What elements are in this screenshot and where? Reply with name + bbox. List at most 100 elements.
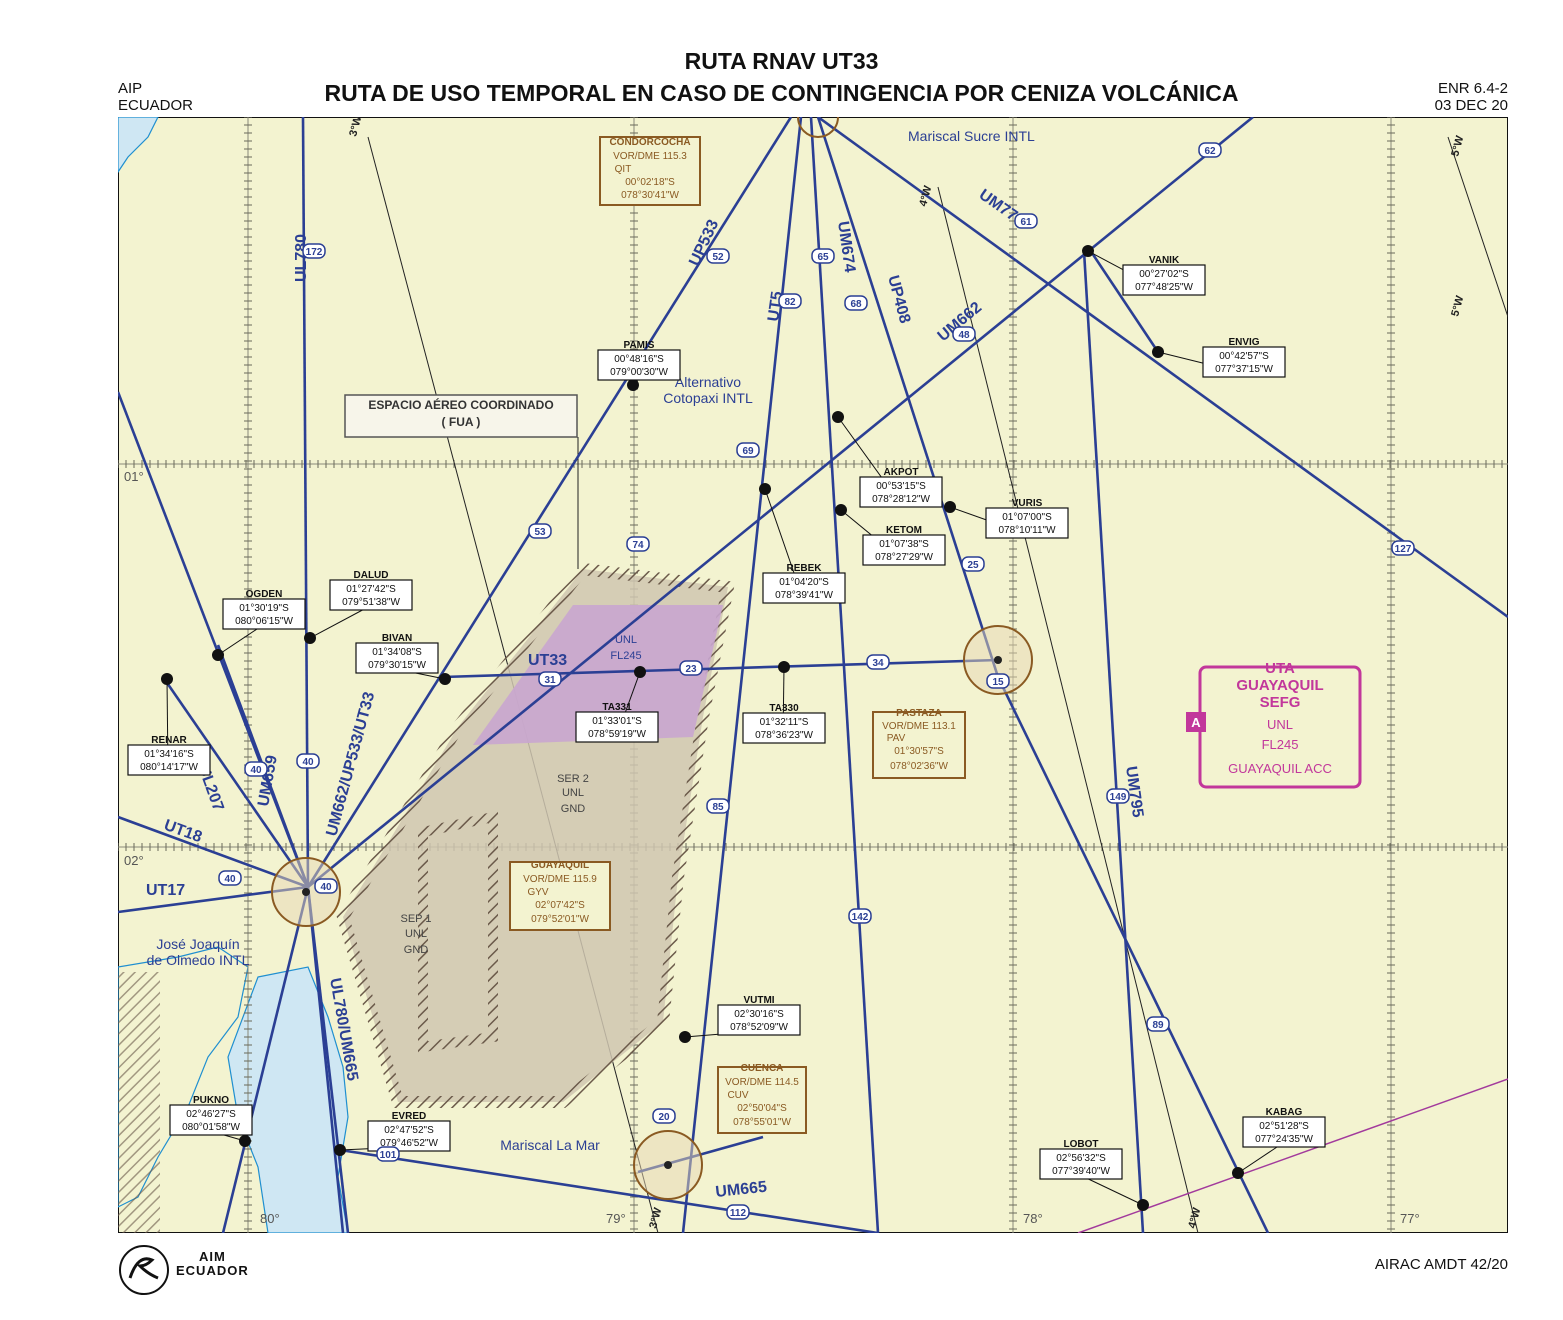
waypoint-lat: 00°48'16"S: [614, 354, 664, 365]
country-label: ECUADOR: [118, 97, 194, 114]
waypoint-marker: [1152, 346, 1164, 358]
waypoint-marker: [334, 1144, 346, 1156]
waypoint-name: KETOM: [886, 525, 922, 536]
airport-mariscal-sucre: Mariscal Sucre INTL: [908, 128, 1035, 144]
waypoint-name: TA331: [602, 702, 632, 713]
ut33-highlight: [473, 605, 723, 745]
distance-label: 69: [736, 442, 760, 458]
waypoint-name: VANIK: [1149, 255, 1180, 266]
waypoint-lon: 078°59'19"W: [588, 729, 646, 740]
svg-text:40: 40: [250, 765, 262, 776]
distance-label: 40: [218, 870, 242, 886]
uta-line1: UTA: [1265, 660, 1295, 677]
distance-label: 15: [986, 673, 1010, 689]
org-line1: AIM: [198, 1249, 226, 1264]
condorcocha-box: CONDORCOCHA VOR/DME 115.3 QIT 00°02'18"S…: [599, 136, 701, 206]
land-hatch-west: [118, 972, 160, 1233]
waypoint-lon: 078°28'12"W: [872, 494, 930, 505]
waypoint-lat: 00°42'57"S: [1219, 351, 1269, 362]
svg-text:89: 89: [1152, 1020, 1164, 1031]
waypoint-lon: 079°46'52"W: [380, 1138, 438, 1149]
uta-line3: SEFG: [1260, 694, 1301, 711]
navaid-ident: GYV: [527, 887, 548, 898]
svg-text:40: 40: [320, 882, 332, 893]
svg-text:23: 23: [685, 664, 697, 675]
waypoint-marker: [832, 411, 844, 423]
waypoint-lon: 078°27'29"W: [875, 552, 933, 563]
svg-text:112: 112: [730, 1208, 747, 1219]
distance-label: 61: [1014, 213, 1038, 229]
waypoint-marker: [439, 673, 451, 685]
waypoint-name: BIVAN: [382, 633, 412, 644]
navaid-type: VOR/DME 114.5: [725, 1077, 799, 1088]
svg-text:20: 20: [658, 1112, 670, 1123]
navaid-ident: CUV: [727, 1090, 748, 1101]
uta-box: A UTA GUAYAQUIL SEFG UNL FL245 GUAYAQUIL…: [1186, 660, 1362, 789]
waypoint-name: DALUD: [354, 570, 389, 581]
airport-labels: Mariscal Sucre INTL Alternativo Cotopaxi…: [147, 128, 1035, 1153]
waypoint-lat: 02°47'52"S: [384, 1125, 434, 1136]
route-label: UT33: [528, 652, 567, 669]
navaid-name: CUENCA: [741, 1063, 784, 1074]
waypoint-marker: [778, 661, 790, 673]
variation-labels: 3°W 4°W 5°W 3°W 4°W 5°W: [347, 117, 1466, 1230]
waypoint-lat: 02°56'32"S: [1056, 1153, 1106, 1164]
svg-text:34: 34: [872, 658, 884, 669]
distance-label: 52: [706, 248, 730, 264]
navaid-type: VOR/DME 113.1: [882, 721, 956, 732]
navaid-centers: [302, 656, 1002, 1169]
uta-lower: FL245: [1262, 737, 1299, 752]
airport-la-mar: Mariscal La Mar: [500, 1137, 600, 1153]
distance-label: 82: [778, 293, 802, 309]
distance-label: 23: [679, 660, 703, 676]
svg-text:25: 25: [967, 560, 979, 571]
svg-text:69: 69: [742, 446, 754, 457]
waypoint-lat: 01°33'01"S: [592, 716, 642, 727]
waypoint-name: EVRED: [392, 1111, 426, 1122]
distance-label: 20: [652, 1108, 676, 1124]
waypoint-lat: 02°30'16"S: [734, 1009, 784, 1020]
distance-label: 74: [626, 536, 650, 552]
cuenca-box: CUENCA VOR/DME 114.5 CUV 02°50'04"S 078°…: [717, 1063, 807, 1134]
waypoint-name: PUKNO: [193, 1095, 229, 1106]
navaid-name: PASTAZA: [896, 708, 942, 719]
org-label: AIM ECUADOR: [176, 1250, 249, 1278]
ser2-name: SER 2: [557, 773, 589, 785]
distance-label: 34: [866, 654, 890, 670]
waypoint-lon: 079°30'15"W: [368, 660, 426, 671]
waypoint-name: PAMIS: [624, 340, 655, 351]
distance-label: 40: [244, 761, 268, 777]
waypoint-name: VURIS: [1012, 498, 1043, 509]
lon-label-78: 78°: [1023, 1211, 1043, 1226]
enroute-map: CONDORCOCHA VOR/DME 115.3 QIT 00°02'18"S…: [118, 117, 1508, 1233]
navaid-lat: 01°30'57"S: [894, 746, 944, 757]
amendment-label: AIRAC AMDT 42/20: [1374, 1256, 1508, 1273]
svg-text:62: 62: [1204, 146, 1216, 157]
lon-label-77: 77°: [1400, 1211, 1420, 1226]
ser2-lower: GND: [561, 803, 586, 815]
waypoint-lat: 02°46'27"S: [186, 1109, 236, 1120]
svg-text:149: 149: [1110, 792, 1127, 803]
waypoint-lon: 078°52'09"W: [730, 1022, 788, 1033]
airport-olmedo-line1: José Joaquín: [156, 936, 239, 952]
waypoint-marker: [944, 501, 956, 513]
distance-label: 40: [296, 753, 320, 769]
waypoint-name: REBEK: [786, 563, 822, 574]
navaid-lon: 079°52'01"W: [531, 914, 589, 925]
distance-label: 25: [961, 556, 985, 572]
navaid-name: CONDORCOCHA: [609, 137, 690, 148]
navaid-type: VOR/DME 115.3: [613, 151, 687, 162]
svg-text:74: 74: [632, 540, 644, 551]
waypoint-name: AKPOT: [884, 467, 919, 478]
airport-olmedo-line2: de Olmedo INTL: [147, 952, 250, 968]
distance-label: 53: [528, 523, 552, 539]
variation-label: 3°W: [647, 1206, 664, 1230]
waypoint-lat: 01°07'00"S: [1002, 512, 1052, 523]
fua-area: [336, 562, 736, 1108]
waypoint-name: OGDEN: [246, 589, 283, 600]
navaid-lon: 078°30'41"W: [621, 190, 679, 201]
